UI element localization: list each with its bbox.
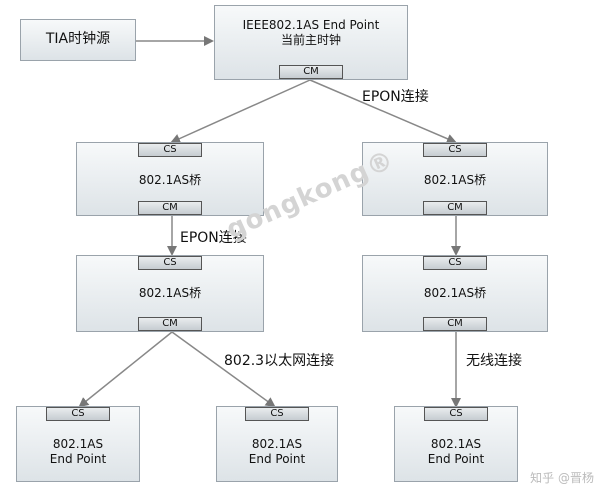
endpoint-3: CS 802.1AS End Point	[394, 406, 518, 482]
bridge-right-1-cs-port: CS	[423, 143, 487, 157]
endpoint-3-line2: End Point	[427, 452, 485, 466]
endpoint-1-line1: 802.1AS	[52, 437, 104, 451]
bridge-left-1-cs-port: CS	[138, 143, 202, 157]
grandmaster-cm-port: CM	[279, 65, 343, 79]
endpoint-2-cs-port: CS	[245, 407, 309, 421]
endpoint-1: CS 802.1AS End Point	[16, 406, 140, 482]
link-label-ethernet: 802.3以太网连接	[224, 353, 335, 369]
bridge-right-1: CS 802.1AS桥 CM	[362, 142, 548, 216]
bridge-right-1-cm-port: CM	[423, 201, 487, 215]
bridge-left-1-cm-port: CM	[138, 201, 202, 215]
bridge-left-2-cs-port: CS	[138, 256, 202, 270]
link-label-epon-top: EPON连接	[362, 89, 429, 105]
arrow-to-endpoint-2	[171, 331, 276, 408]
grandmaster-line1: IEEE802.1AS End Point	[242, 18, 380, 32]
tia-clock-source-label: TIA时钟源	[45, 31, 111, 47]
tia-clock-source: TIA时钟源	[20, 19, 136, 61]
zhihu-credit: 知乎 @晋杨	[530, 471, 594, 485]
bridge-right-2: CS 802.1AS桥 CM	[362, 255, 548, 332]
endpoint-2-line2: End Point	[248, 452, 306, 466]
endpoint-2-line1: 802.1AS	[251, 437, 303, 451]
endpoint-3-line1: 802.1AS	[430, 437, 482, 451]
endpoint-2: CS 802.1AS End Point	[216, 406, 338, 482]
link-label-wireless: 无线连接	[466, 353, 522, 369]
arrow-gm-to-right-bridge	[309, 79, 457, 144]
bridge-right-2-label: 802.1AS桥	[423, 286, 487, 300]
bridge-right-2-cs-port: CS	[423, 256, 487, 270]
bridge-left-2-cm-port: CM	[138, 317, 202, 331]
bridge-right-1-label: 802.1AS桥	[423, 173, 487, 187]
bridge-right-2-cm-port: CM	[423, 317, 487, 331]
bridge-left-2-label: 802.1AS桥	[138, 286, 202, 300]
grandmaster-endpoint: IEEE802.1AS End Point 当前主时钟 CM	[214, 5, 408, 80]
endpoint-1-cs-port: CS	[46, 407, 110, 421]
arrow-to-endpoint-1	[78, 331, 173, 408]
bridge-left-1-label: 802.1AS桥	[138, 173, 202, 187]
endpoint-3-cs-port: CS	[424, 407, 488, 421]
endpoint-1-line2: End Point	[49, 452, 107, 466]
bridge-left-2: CS 802.1AS桥 CM	[76, 255, 264, 332]
arrow-gm-to-left-bridge	[170, 79, 311, 144]
link-label-epon-left: EPON连接	[180, 230, 247, 246]
bridge-left-1: CS 802.1AS桥 CM	[76, 142, 264, 216]
grandmaster-line2: 当前主时钟	[280, 33, 341, 47]
